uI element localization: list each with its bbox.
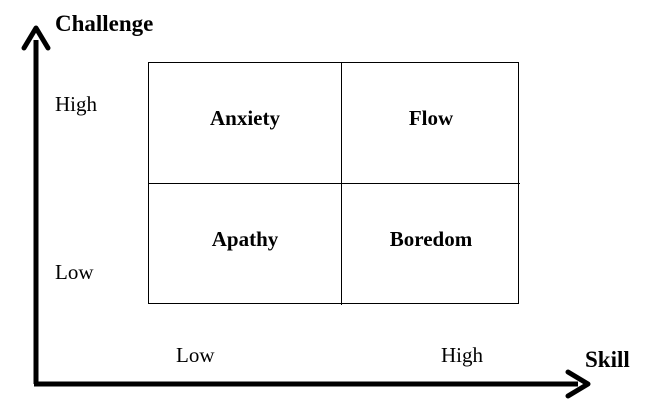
x-axis-tick-low: Low (176, 343, 215, 367)
quadrant-anxiety: Anxiety (149, 63, 342, 184)
y-axis-tick-high: High (55, 92, 97, 116)
quadrant-apathy: Apathy (149, 184, 342, 305)
quadrant-grid: Anxiety Flow Apathy Boredom (148, 62, 520, 305)
quadrant-flow: Flow (342, 63, 520, 184)
quadrant-label: Apathy (211, 227, 279, 251)
y-axis-title: Challenge (55, 11, 154, 36)
y-axis-arrowhead (21, 25, 51, 51)
quadrant-label: Boredom (389, 227, 473, 251)
quadrant-label: Flow (408, 106, 454, 130)
x-axis-title: Skill (585, 347, 630, 372)
y-axis-tick-low: Low (55, 260, 94, 284)
x-axis-arrowhead (565, 369, 591, 399)
x-axis-tick-high: High (441, 343, 483, 367)
quadrant-label: Anxiety (210, 106, 280, 130)
quadrant-boredom: Boredom (342, 184, 520, 305)
